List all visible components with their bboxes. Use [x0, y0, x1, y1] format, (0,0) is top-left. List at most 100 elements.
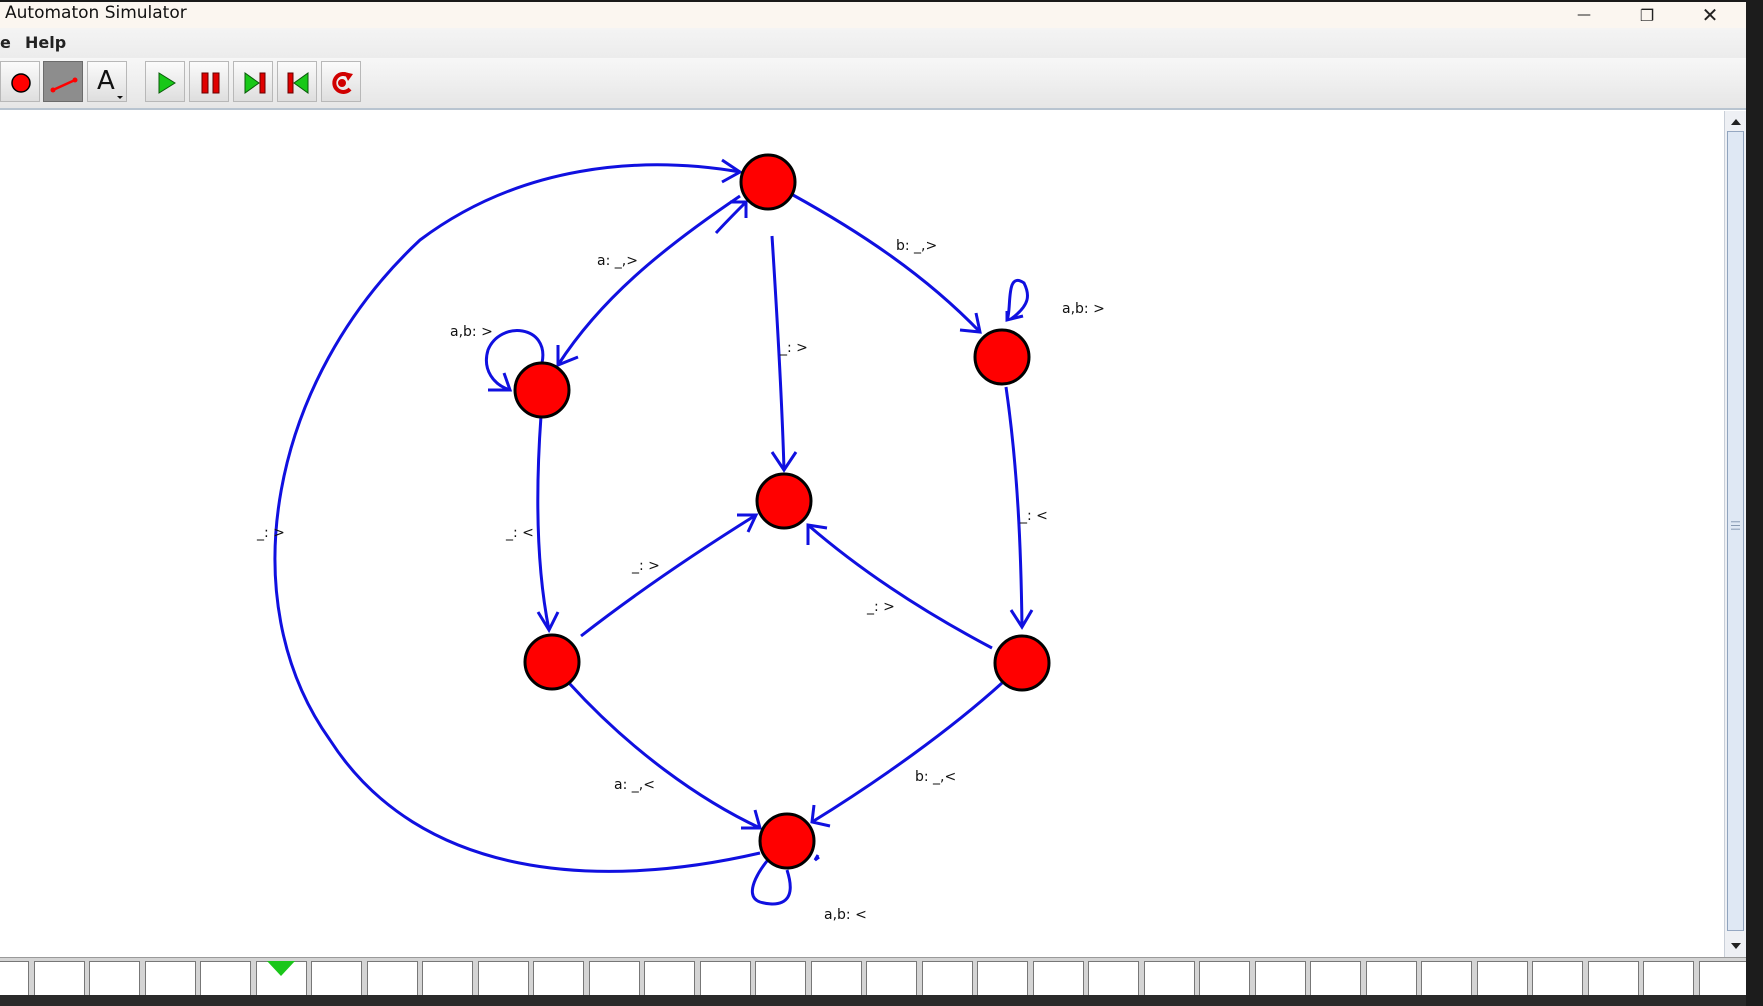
minimize-button[interactable]: — — [1554, 2, 1614, 28]
window-border — [1746, 0, 1763, 1006]
label-bottom-to-top: _: > — [256, 525, 285, 541]
arrowhead-bottom-from-left — [741, 809, 762, 830]
state-left-upper[interactable] — [513, 361, 571, 419]
close-icon: ✕ — [1701, 3, 1719, 27]
tape-cell[interactable] — [477, 961, 529, 1001]
state-right-upper[interactable] — [973, 328, 1031, 386]
text-tool-button[interactable]: A — [87, 61, 127, 102]
tape-cell[interactable] — [921, 961, 973, 1001]
step-back-icon — [287, 72, 309, 94]
label-left-upper-to-left-lower: _: < — [505, 525, 534, 541]
tape-cell[interactable] — [1143, 961, 1195, 1001]
pause-icon — [201, 72, 220, 94]
restore-icon: ❐ — [1639, 5, 1655, 25]
tape-cell[interactable] — [311, 961, 362, 1001]
reset-button[interactable] — [321, 61, 361, 102]
label-top-to-right-upper: b: _,> — [896, 238, 937, 254]
loop-right-upper[interactable] — [1005, 279, 1030, 321]
tape-cell[interactable] — [33, 961, 85, 1001]
tape-cell[interactable] — [1365, 961, 1417, 1001]
state-bottom[interactable] — [758, 812, 816, 870]
label-left-lower-to-center: _: > — [631, 558, 660, 574]
edge-top-to-center[interactable] — [770, 235, 786, 471]
close-button[interactable]: ✕ — [1680, 2, 1740, 28]
edge-right-lower-to-center[interactable] — [807, 523, 993, 650]
edge-left-upper-to-left-lower[interactable] — [536, 415, 551, 631]
arrowhead-bottom-loop — [813, 854, 820, 862]
edge-right-lower-to-bottom[interactable] — [811, 681, 1004, 824]
label-right-upper-to-right-lower: _: < — [1019, 508, 1048, 524]
label-right-upper-loop: a,b: > — [1062, 301, 1105, 317]
loop-left-upper[interactable] — [485, 329, 545, 392]
tape-cell[interactable] — [588, 961, 640, 1001]
tape-cell[interactable] — [1421, 961, 1472, 1001]
menu-help[interactable]: Help — [25, 33, 67, 52]
add-state-tool-button[interactable] — [0, 61, 40, 102]
reset-icon — [332, 72, 353, 94]
arrowhead-center-from-top — [770, 451, 798, 473]
label-right-lower-to-center: _: > — [866, 599, 895, 615]
tape-cell[interactable] — [1698, 961, 1746, 1001]
loop-bottom[interactable] — [751, 856, 792, 906]
menu-file[interactable]: e — [0, 33, 11, 52]
state-center[interactable] — [755, 472, 813, 530]
title-bar: Automaton Simulator — ❐ ✕ — [0, 0, 1746, 28]
arrowhead-center-from-left — [737, 513, 759, 533]
tape-cell[interactable] — [422, 961, 473, 1001]
arrowhead-center-from-right — [806, 523, 828, 545]
diagram-canvas[interactable]: a: _,> b: _,> _: > a,b: > a,b: > _: < _:… — [0, 111, 1724, 957]
tape-cell[interactable] — [755, 961, 806, 1001]
tape-cell[interactable] — [533, 961, 584, 1001]
restore-button[interactable]: ❐ — [1617, 2, 1677, 28]
scrollbar-thumb[interactable] — [1727, 131, 1744, 931]
arrowhead-left-upper — [556, 345, 579, 368]
automaton-diagram: a: _,> b: _,> _: > a,b: > a,b: > _: < _:… — [256, 153, 1105, 923]
edge-top-to-right-upper[interactable] — [792, 193, 982, 334]
label-bottom-loop: a,b: < — [824, 907, 867, 923]
edge-top-to-left-upper[interactable] — [556, 194, 741, 366]
state-right-lower[interactable] — [993, 634, 1051, 692]
arrowhead-top-from-left — [730, 200, 748, 218]
run-button[interactable] — [145, 61, 185, 102]
text-a-icon: A — [97, 66, 115, 96]
window-title: Automaton Simulator — [5, 3, 187, 23]
arrowhead-right-lower — [1009, 609, 1034, 630]
minimize-icon: — — [1577, 7, 1591, 23]
arrowhead-bottom-from-right — [810, 804, 831, 828]
tape-cell[interactable] — [977, 961, 1028, 1001]
edge-left-upper-to-top[interactable] — [714, 200, 748, 235]
arrowhead-right-upper — [959, 312, 982, 334]
scroll-down-arrow-icon[interactable] — [1728, 939, 1744, 953]
arrowhead-right-upper-loop — [1005, 311, 1024, 322]
tape-cell[interactable] — [1476, 961, 1528, 1001]
arrowhead-left-lower — [536, 611, 560, 634]
tape-cell[interactable] — [1310, 961, 1361, 1001]
transition-line-icon — [50, 77, 78, 93]
label-left-upper-loop: a,b: > — [450, 324, 493, 340]
pause-button[interactable] — [189, 61, 229, 102]
add-transition-tool-button[interactable] — [43, 61, 83, 102]
tape-cell[interactable] — [866, 961, 917, 1001]
edge-left-lower-to-center[interactable] — [580, 513, 757, 638]
tape-cell[interactable] — [1587, 961, 1639, 1001]
step-forward-button[interactable] — [233, 61, 273, 102]
tape-cell[interactable] — [1643, 961, 1694, 1001]
tape-cell[interactable] — [144, 961, 196, 1001]
state-left-lower[interactable] — [523, 633, 581, 691]
edge-right-upper-to-right-lower[interactable] — [1004, 386, 1024, 628]
state-top[interactable] — [739, 153, 797, 211]
arrowhead-left-upper-loop — [488, 372, 513, 392]
menu-bar: e Help — [0, 28, 1746, 58]
label-top-to-left-upper: a: _,> — [597, 253, 638, 269]
tape-cell[interactable] — [0, 961, 29, 1001]
tape-cell[interactable] — [1088, 961, 1139, 1001]
step-forward-icon — [244, 72, 266, 94]
scroll-up-arrow-icon[interactable] — [1728, 115, 1744, 129]
tape-cell[interactable] — [89, 961, 140, 1001]
edge-bottom-to-top[interactable] — [273, 163, 761, 873]
edge-left-lower-to-bottom[interactable] — [567, 681, 761, 830]
vertical-scrollbar[interactable] — [1724, 111, 1746, 957]
label-left-lower-to-bottom: a: _,< — [614, 777, 655, 793]
step-back-button[interactable] — [277, 61, 317, 102]
